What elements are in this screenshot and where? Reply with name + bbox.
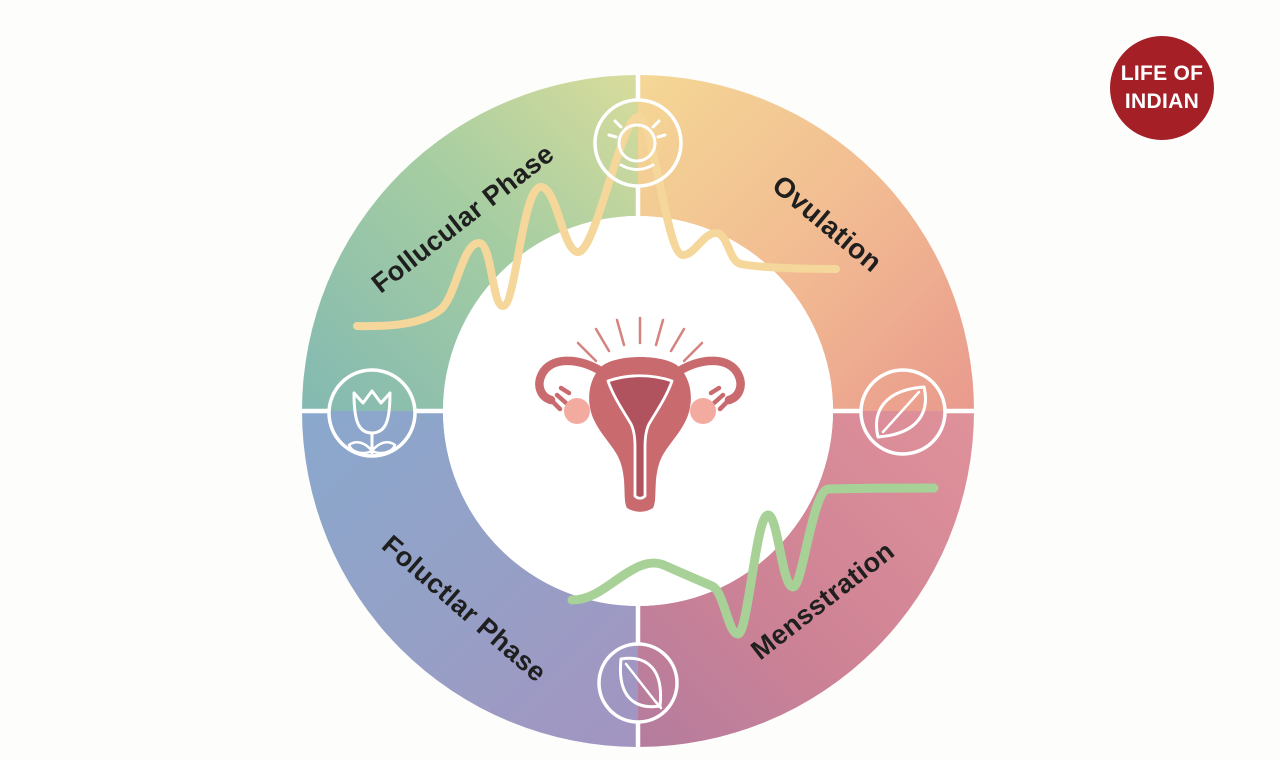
badge-line2: INDIAN [1124,90,1200,113]
brand-badge: LIFE OF INDIAN [1110,36,1214,140]
ovary-right [690,398,716,424]
badge-line1: LIFE OF [1120,62,1204,85]
ovary-left [564,398,590,424]
leaf-icon [859,368,947,456]
hormone-curve-top [353,113,840,331]
uterus-cavity [606,374,674,500]
light-icon [593,98,683,188]
quadrant-luteal [302,411,638,747]
quadrant-ovulation [638,75,974,411]
fallopian-tubes [535,356,745,412]
quadrant-dividers [302,75,974,747]
tulip-icon [327,368,417,458]
leaf-icon [597,642,679,724]
hormone-curve-bottom [567,483,939,639]
uterus-rays [576,316,704,363]
quadrant-menstruation [638,411,974,747]
uterus-illustration [535,316,745,512]
